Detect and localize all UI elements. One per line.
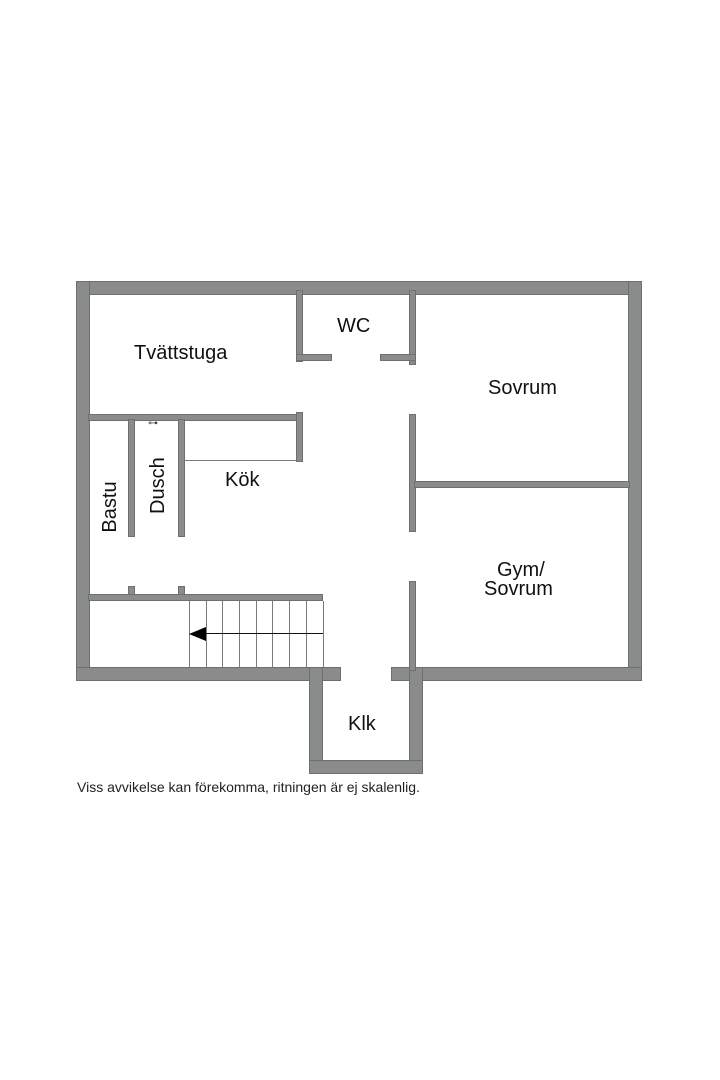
room-label-bastu: Bastu bbox=[99, 481, 121, 533]
stair-direction-line bbox=[205, 633, 323, 634]
outer-wall-bottom-right bbox=[391, 667, 642, 681]
klk-wall-left bbox=[309, 667, 323, 774]
sovrum-gym-divider bbox=[414, 481, 630, 488]
corridor-wall-upper bbox=[409, 414, 416, 532]
klk-wall-right bbox=[409, 667, 423, 774]
outer-wall-right bbox=[628, 281, 642, 681]
wc-wall-right bbox=[409, 290, 416, 365]
room-label-wc: WC bbox=[337, 315, 371, 337]
outer-wall-top bbox=[76, 281, 642, 295]
room-label-gym-line1: Gym/ bbox=[497, 559, 545, 581]
dusch-kok-wall bbox=[178, 419, 185, 537]
wc-wall-left bbox=[296, 290, 303, 362]
bastu-dusch-wall bbox=[128, 419, 135, 537]
room-label-sovrum: Sovrum bbox=[488, 377, 557, 399]
kok-counter-edge bbox=[185, 460, 296, 461]
room-label-klk: Klk bbox=[348, 713, 376, 735]
nub-1 bbox=[128, 586, 135, 596]
room-label-kok: Kök bbox=[225, 469, 260, 491]
nub-2 bbox=[178, 586, 185, 596]
stair-wall-top bbox=[88, 594, 323, 601]
wc-stub-left bbox=[296, 354, 332, 361]
room-label-tvattstuga: Tvättstuga bbox=[134, 342, 228, 364]
shower-head-icon: ⊶ bbox=[148, 418, 158, 429]
room-label-gym-line2: Sovrum bbox=[484, 578, 553, 600]
kok-counter-side bbox=[296, 412, 303, 462]
tvattstuga-wall-bottom bbox=[88, 414, 303, 421]
outer-wall-left bbox=[76, 281, 90, 681]
arrow-left-icon bbox=[189, 627, 206, 641]
corridor-wall-lower bbox=[409, 581, 416, 671]
klk-wall-bottom bbox=[309, 760, 423, 774]
room-label-dusch: Dusch bbox=[147, 457, 169, 514]
wc-stub-right bbox=[380, 354, 416, 361]
outer-wall-bottom-left bbox=[76, 667, 341, 681]
disclaimer-text: Viss avvikelse kan förekomma, ritningen … bbox=[77, 779, 420, 795]
